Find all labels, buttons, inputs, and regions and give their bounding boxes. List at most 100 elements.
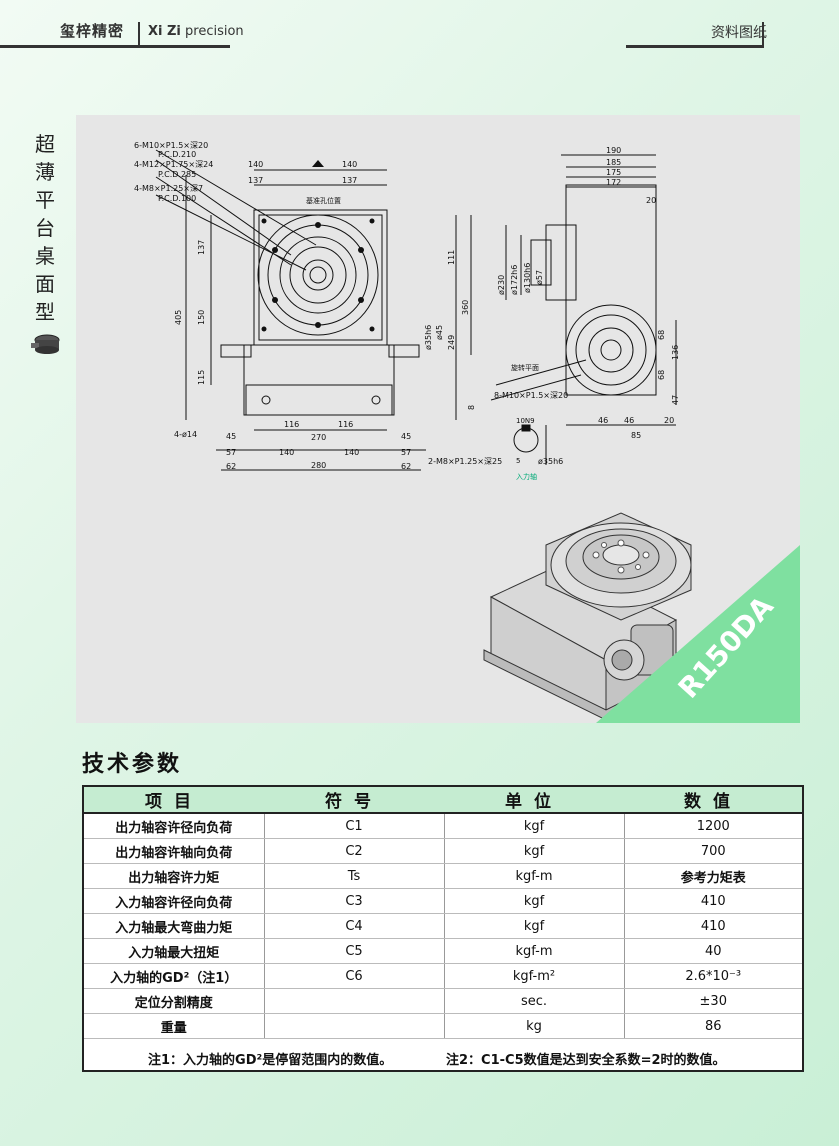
cell-symbol: C1	[264, 813, 445, 839]
side-plane-label: 旋转平面	[511, 363, 539, 372]
document-type: 资料图纸	[711, 25, 767, 41]
dim-inner: ø45	[435, 325, 444, 340]
table-row: 重量 kg 86	[84, 1013, 802, 1039]
cell-value: 700	[624, 838, 802, 864]
callout-m12: 4-M12×P1.75×深24	[134, 160, 213, 169]
cell-unit: kgf-m²	[444, 963, 625, 989]
note-2: 注2：C1-C5数值是达到安全系数=2时的数值。	[446, 1053, 726, 1068]
cell-item: 入力轴最大扭矩	[84, 938, 265, 964]
technical-drawing: 6-M10×P1.5×深20 P.C.D.210 4-M12×P1.75×深24…	[76, 115, 800, 723]
callout-holes: 4-ø14	[174, 430, 197, 439]
side-char: 面	[35, 272, 55, 296]
header-divider	[138, 22, 140, 48]
side-dim-bottom: 20	[664, 416, 674, 425]
dim-left: 115	[197, 370, 206, 385]
cell-value: 410	[624, 888, 802, 914]
cell-value: 86	[624, 1013, 802, 1039]
dim-bottom: 45	[401, 432, 411, 441]
header-divider-right	[762, 22, 764, 48]
side-dim-left: ø172h6	[510, 265, 519, 295]
side-char: 薄	[35, 160, 55, 184]
cell-unit: kgf-m	[444, 938, 625, 964]
side-dim-top: 20	[646, 196, 656, 205]
header-rule-left	[0, 45, 230, 48]
cell-value: 40	[624, 938, 802, 964]
dim-right: 8	[467, 405, 476, 410]
dim-bottom: 280	[311, 461, 326, 470]
spec-table: 项目 符号 单位 数值 出力轴容许径向负荷 C1 kgf 1200 出力轴容许轴…	[84, 787, 802, 1039]
cell-unit: kgf	[444, 813, 625, 839]
dim-bottom: 116	[284, 420, 299, 429]
cell-symbol: C6	[264, 963, 445, 989]
cell-item: 出力轴容许径向负荷	[84, 813, 265, 839]
note-1: 注1：入力轴的GD²是停留范围内的数值。	[148, 1053, 393, 1068]
dim-right: 360	[461, 300, 470, 315]
side-dim-right: 47	[671, 395, 680, 405]
side-char: 超	[35, 132, 55, 156]
shaft-dim: 5	[516, 457, 520, 465]
table-row: 入力轴容许径向负荷 C3 kgf 410	[84, 888, 802, 914]
column-header: 项目	[84, 787, 264, 814]
table-row: 出力轴容许轴向负荷 C2 kgf 700	[84, 838, 802, 864]
table-row: 定位分割精度 sec. ±30	[84, 988, 802, 1014]
column-header: 数值	[624, 787, 802, 814]
shaft-dim: 10N9	[516, 417, 535, 425]
dim-left: 405	[174, 310, 183, 325]
dim-bottom: 62	[401, 462, 411, 471]
dim-top: 140	[342, 160, 357, 169]
indexer-thumbnail-icon	[31, 334, 60, 354]
callout-m10: 6-M10×P1.5×深20	[134, 141, 208, 150]
dim-bottom: 57	[401, 448, 411, 457]
dim-top: 140	[248, 160, 263, 169]
cell-item: 出力轴容许力矩	[84, 863, 265, 889]
table-row: 入力轴最大扭矩 C5 kgf-m 40	[84, 938, 802, 964]
table-row: 出力轴容许径向负荷 C1 kgf 1200	[84, 813, 802, 839]
brand-name-en: Xi Zi precision	[148, 24, 244, 39]
column-header: 符号	[264, 787, 444, 814]
table-notes: 注1：入力轴的GD²是停留范围内的数值。 注2：C1-C5数值是达到安全系数=2…	[84, 1044, 802, 1068]
side-dim-right: 136	[671, 345, 680, 360]
section-title: 技术参数	[82, 752, 183, 777]
side-char: 平	[35, 188, 55, 212]
side-dim-bottom: 85	[631, 431, 641, 440]
table-row: 出力轴容许力矩 Ts kgf-m 参考力矩表	[84, 863, 802, 889]
side-callout: 8-M10×P1.5×深20	[494, 391, 568, 400]
dim-left: 137	[197, 240, 206, 255]
side-dim-left: ø230	[497, 275, 506, 295]
side-dim-right: 68	[657, 370, 666, 380]
cell-unit: kgf	[444, 838, 625, 864]
header-rule-right	[626, 45, 764, 48]
cell-unit: kgf-m	[444, 863, 625, 889]
drawing-svg: 6-M10×P1.5×深20 P.C.D.210 4-M12×P1.75×深24…	[134, 141, 800, 723]
callout-m8: 4-M8×P1.25×深7	[134, 184, 203, 193]
side-char: 桌	[35, 244, 55, 268]
cell-item: 入力轴容许径向负荷	[84, 888, 265, 914]
side-dim-right: 68	[657, 330, 666, 340]
dim-top: 137	[248, 176, 263, 185]
side-char: 台	[35, 216, 55, 240]
cell-item: 重量	[84, 1013, 265, 1039]
side-char: 型	[35, 300, 55, 324]
cell-symbol: C2	[264, 838, 445, 864]
top-reference-label: 基准孔位置	[306, 196, 341, 205]
cell-item: 定位分割精度	[84, 988, 265, 1014]
dim-bottom: 140	[279, 448, 294, 457]
dim-bottom: 270	[311, 433, 326, 442]
table-header-row: 项目 符号 单位 数值	[84, 787, 802, 814]
shaft-callout: 2-M8×P1.25×深25	[428, 457, 502, 466]
cell-symbol: C5	[264, 938, 445, 964]
dim-bottom: 62	[226, 462, 236, 471]
brand-en-rest: precision	[180, 24, 244, 39]
callout-pcd210: P.C.D.210	[158, 150, 196, 159]
shaft-diameter: ø35h6	[538, 457, 563, 466]
cell-item: 入力轴最大弯曲力矩	[84, 913, 265, 939]
cell-value: 410	[624, 913, 802, 939]
input-shaft-label: 入力轴	[516, 472, 537, 481]
cell-unit: sec.	[444, 988, 625, 1014]
dim-left: 150	[197, 310, 206, 325]
cell-unit: kg	[444, 1013, 625, 1039]
dim-right: 111	[447, 250, 456, 265]
cell-symbol	[264, 988, 445, 1014]
column-header: 单位	[444, 787, 624, 814]
side-dim-top: 175	[606, 168, 621, 177]
